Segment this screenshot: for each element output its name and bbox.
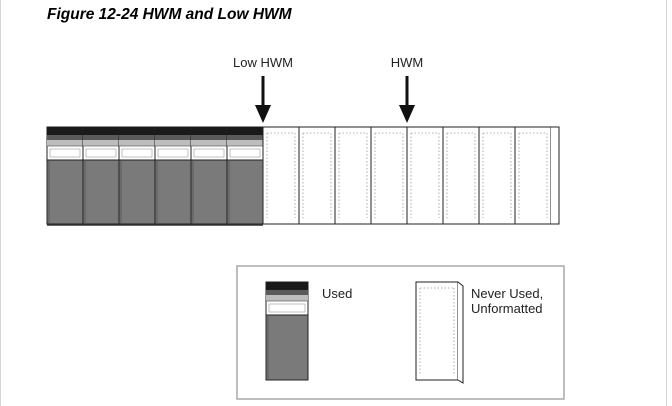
unformatted-block <box>262 126 300 225</box>
low-hwm-arrow <box>255 76 271 123</box>
legend-unformatted-sample <box>415 281 459 381</box>
legend-unformatted-block <box>415 281 464 384</box>
unformatted-block <box>370 126 408 225</box>
segment-blocks <box>46 126 560 226</box>
unformatted-block <box>406 126 444 225</box>
unformatted-block <box>478 126 516 225</box>
low-hwm-label: Low HWM <box>233 55 293 70</box>
legend-unformatted-label: Unformatted <box>471 301 543 316</box>
unformatted-block <box>334 126 372 225</box>
legend-used-sample <box>265 281 309 381</box>
legend-used-label: Used <box>322 286 352 301</box>
used-block <box>82 126 120 225</box>
used-block <box>46 126 84 225</box>
unformatted-block <box>514 126 552 225</box>
figure-title: Figure 12-24 HWM and Low HWM <box>47 6 292 23</box>
used-block <box>118 126 156 225</box>
hwm-arrow <box>399 76 415 123</box>
used-block <box>226 126 264 225</box>
legend-never-used-label: Never Used, <box>471 286 543 301</box>
unformatted-block <box>298 126 336 225</box>
used-block <box>190 126 228 225</box>
hwm-label: HWM <box>391 55 424 70</box>
used-block <box>154 126 192 225</box>
legend-used-block <box>265 281 309 381</box>
unformatted-block <box>442 126 480 225</box>
segment-end-cap <box>551 126 560 225</box>
